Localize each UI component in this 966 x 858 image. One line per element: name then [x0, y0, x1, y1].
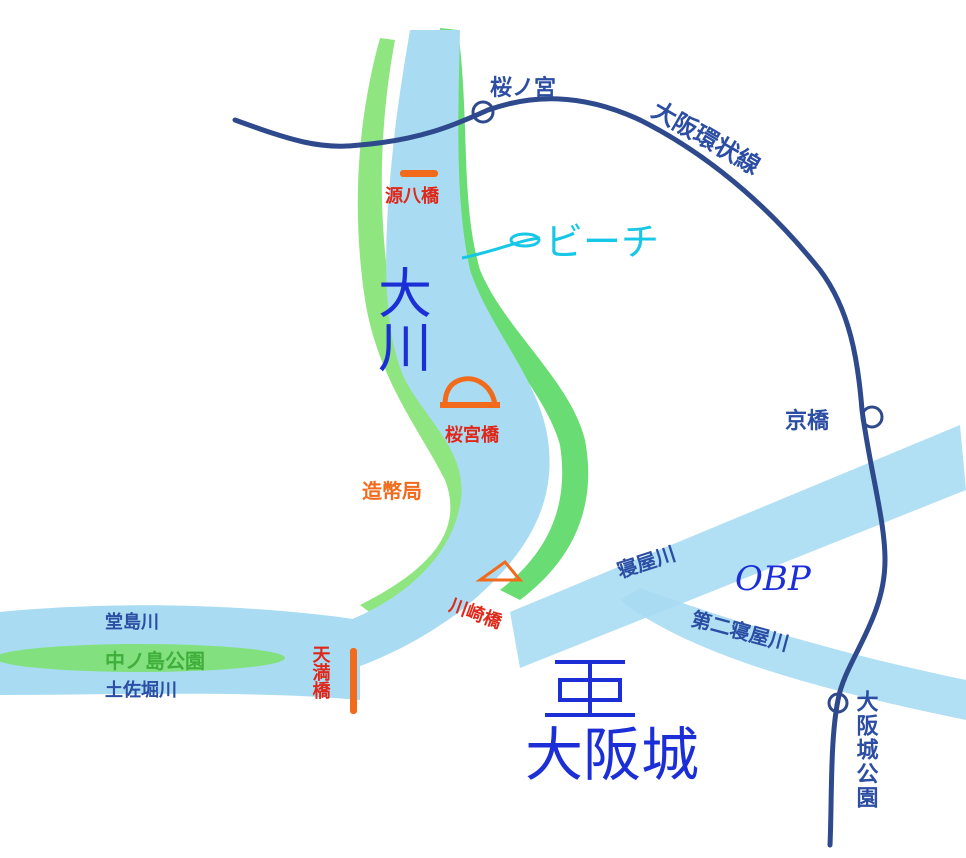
okawa-bank-west: [357, 38, 480, 620]
tosabori-river-label: 土佐堀川: [105, 679, 177, 701]
beach-label: ビーチ: [545, 220, 659, 264]
genpachi-bridge-label: 源八橋: [385, 185, 440, 207]
sakuranomiya-bridge-label: 桜宮橋: [445, 424, 500, 446]
sakuranomiya-bridge: [442, 376, 498, 408]
dojima-river-label: 堂島川: [105, 611, 159, 633]
castle-label: 大阪城: [525, 721, 699, 789]
neya-river-water: [510, 425, 966, 668]
kawasaki-bridge: [475, 559, 524, 582]
castle-logo: [545, 660, 635, 717]
kyobashi-station-label: 京橋: [785, 408, 830, 434]
kawasaki-bridge-label: 川崎橋: [445, 594, 505, 634]
osakajo-koen-station-label: 大阪城公園: [853, 690, 879, 810]
okawa-river-label: 大川: [369, 265, 432, 373]
okawa-river-water: [350, 30, 550, 668]
mint-label: 造幣局: [362, 479, 422, 503]
daini-neya-river-water: [620, 588, 966, 720]
kyobashi-station-marker: [860, 405, 884, 429]
tenma-bridge-label: 天満橋: [310, 645, 331, 700]
sakuranomiya-station-marker: [471, 100, 495, 124]
osakajo-koen-station-marker: [827, 692, 849, 714]
nakanoshima-park-island: [0, 644, 285, 672]
obp-label: OBP: [735, 559, 812, 599]
genpachi-bridge: [400, 170, 438, 177]
tenma-bridge: [350, 648, 357, 714]
beach-swoosh: [461, 236, 541, 260]
loop-line-label: 大阪環状線: [647, 96, 765, 180]
nakanoshima-park-label: 中ノ島公園: [105, 649, 205, 673]
sakuranomiya-station-label: 桜ノ宮: [490, 75, 556, 101]
osaka-loop-line: [232, 96, 888, 848]
